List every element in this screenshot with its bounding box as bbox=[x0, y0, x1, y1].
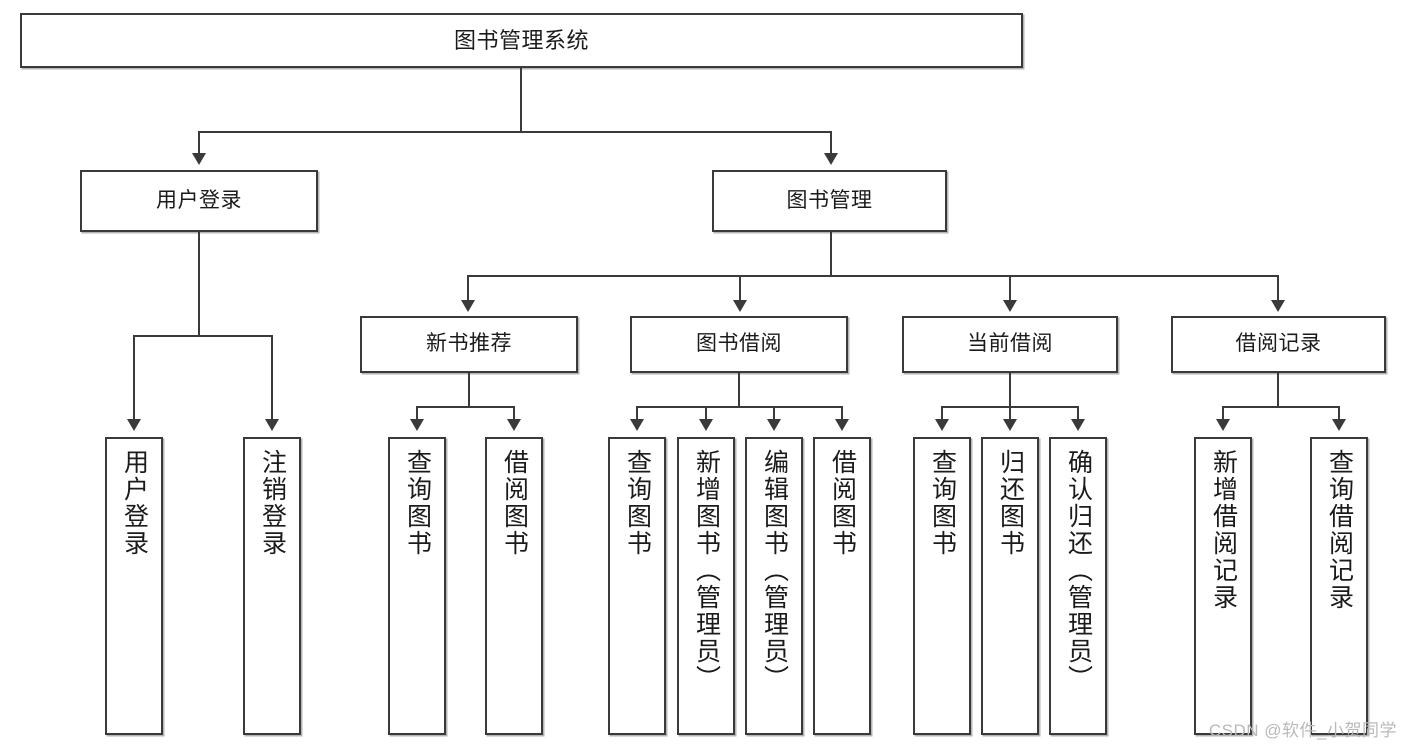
node-user-login[interactable]: 用户登录 bbox=[80, 170, 318, 232]
arrow-bm-to-borrow-record bbox=[1271, 300, 1285, 312]
node-book-management[interactable]: 图书管理 bbox=[712, 170, 947, 232]
connector-user-login-stem bbox=[198, 232, 200, 336]
node-label: 借阅图书 bbox=[828, 449, 857, 557]
node-book-borrow[interactable]: 图书借阅 bbox=[630, 316, 848, 373]
node-borrow-record[interactable]: 借阅记录 bbox=[1171, 316, 1386, 373]
connector-bb-to-leaf-3 bbox=[773, 406, 775, 421]
node-label: 归还图书 bbox=[996, 449, 1025, 557]
arrow-new-book-to-leaf-1 bbox=[410, 419, 424, 431]
connector-new-book-to-leaf-2 bbox=[513, 406, 515, 421]
connector-cb-to-leaf-3 bbox=[1077, 406, 1079, 421]
node-current-borrow[interactable]: 当前借阅 bbox=[902, 316, 1118, 373]
node-label: 用户登录 bbox=[120, 449, 149, 557]
connector-user-login-to-leaf-1 bbox=[133, 335, 135, 421]
connector-cb-to-leaf-2 bbox=[1009, 406, 1011, 421]
leaf-user-login-login[interactable]: 用户登录 bbox=[105, 437, 163, 735]
connector-user-login-to-leaf-2 bbox=[271, 335, 273, 421]
leaf-book-borrow-add-book-admin[interactable]: 新增图书（管理员） bbox=[677, 437, 735, 735]
connector-current-borrow-stem bbox=[1009, 373, 1011, 407]
node-label: 新增借阅记录 bbox=[1209, 449, 1238, 611]
node-label: 查询图书 bbox=[403, 449, 432, 557]
arrow-bb-to-leaf-1 bbox=[630, 419, 644, 431]
arrow-new-book-to-leaf-2 bbox=[507, 419, 521, 431]
connector-borrow-record-bus bbox=[1222, 406, 1339, 408]
leaf-new-book-borrow-book[interactable]: 借阅图书 bbox=[485, 437, 543, 735]
arrow-user-login-to-leaf-1 bbox=[127, 419, 141, 431]
connector-bm-to-borrow-record bbox=[1277, 275, 1279, 303]
connector-root-stem bbox=[520, 68, 522, 132]
arrow-cb-to-leaf-2 bbox=[1003, 419, 1017, 431]
leaf-book-borrow-query-book[interactable]: 查询图书 bbox=[608, 437, 666, 735]
node-label: 借阅记录 bbox=[1235, 332, 1322, 356]
node-label: 查询图书 bbox=[623, 449, 652, 557]
connector-root-to-book-management bbox=[830, 131, 832, 156]
connector-br-to-leaf-2 bbox=[1338, 406, 1340, 421]
node-label: 新增图书（管理员） bbox=[692, 449, 721, 692]
arrow-root-to-user-login bbox=[192, 153, 206, 165]
node-label: 查询借阅记录 bbox=[1325, 449, 1354, 611]
arrow-user-login-to-leaf-2 bbox=[265, 419, 279, 431]
node-label: 当前借阅 bbox=[967, 332, 1053, 356]
node-root-book-management-system[interactable]: 图书管理系统 bbox=[20, 13, 1023, 68]
arrow-br-to-leaf-2 bbox=[1332, 419, 1346, 431]
node-label: 查询图书 bbox=[928, 449, 957, 557]
node-label: 图书借阅 bbox=[696, 332, 782, 356]
node-label: 编辑图书（管理员） bbox=[760, 449, 789, 692]
arrow-br-to-leaf-1 bbox=[1216, 419, 1230, 431]
arrow-bb-to-leaf-2 bbox=[699, 419, 713, 431]
arrow-bm-to-new-book bbox=[461, 300, 475, 312]
connector-borrow-record-stem bbox=[1277, 373, 1279, 407]
arrow-bb-to-leaf-3 bbox=[767, 419, 781, 431]
leaf-borrow-record-add-record[interactable]: 新增借阅记录 bbox=[1194, 437, 1252, 735]
arrow-bm-to-current-borrow bbox=[1003, 300, 1017, 312]
connector-bb-to-leaf-1 bbox=[636, 406, 638, 421]
connector-bm-to-new-book bbox=[467, 275, 469, 303]
node-label: 图书管理系统 bbox=[453, 27, 589, 53]
node-label: 借阅图书 bbox=[500, 449, 529, 557]
node-label: 用户登录 bbox=[156, 188, 242, 212]
connector-bm-to-book-borrow bbox=[739, 275, 741, 303]
arrow-bb-to-leaf-4 bbox=[835, 419, 849, 431]
connector-br-to-leaf-1 bbox=[1222, 406, 1224, 421]
node-label: 图书管理 bbox=[786, 188, 873, 212]
arrow-cb-to-leaf-1 bbox=[935, 419, 949, 431]
csdn-watermark: CSDN @软件_小贺同学 bbox=[1208, 721, 1397, 740]
connector-new-book-stem bbox=[468, 373, 470, 407]
connector-bb-to-leaf-4 bbox=[841, 406, 843, 421]
arrow-root-to-book-management bbox=[824, 153, 838, 165]
leaf-new-book-query-book[interactable]: 查询图书 bbox=[388, 437, 446, 735]
connector-bm-to-current-borrow bbox=[1009, 275, 1011, 303]
leaf-borrow-record-query-record[interactable]: 查询借阅记录 bbox=[1310, 437, 1368, 735]
node-label: 新书推荐 bbox=[426, 332, 512, 356]
connector-root-to-user-login bbox=[198, 131, 200, 156]
leaf-current-borrow-query-book[interactable]: 查询图书 bbox=[913, 437, 971, 735]
leaf-book-borrow-edit-book-admin[interactable]: 编辑图书（管理员） bbox=[745, 437, 803, 735]
connector-root-bus bbox=[198, 131, 832, 133]
node-label: 确认归还（管理员） bbox=[1064, 449, 1093, 692]
connector-cb-to-leaf-1 bbox=[941, 406, 943, 421]
node-new-book-recommend[interactable]: 新书推荐 bbox=[360, 316, 578, 373]
leaf-current-borrow-confirm-return-admin[interactable]: 确认归还（管理员） bbox=[1049, 437, 1107, 735]
leaf-user-login-logout[interactable]: 注销登录 bbox=[243, 437, 301, 735]
node-label: 注销登录 bbox=[258, 449, 287, 557]
connector-bb-to-leaf-2 bbox=[705, 406, 707, 421]
connector-book-management-bus bbox=[467, 275, 1277, 277]
connector-book-management-stem bbox=[830, 232, 832, 276]
connector-new-book-bus bbox=[416, 406, 514, 408]
connector-book-borrow-bus bbox=[636, 406, 842, 408]
connector-user-login-bus bbox=[133, 335, 271, 337]
arrow-bm-to-book-borrow bbox=[733, 300, 747, 312]
arrow-cb-to-leaf-3 bbox=[1071, 419, 1085, 431]
leaf-current-borrow-return-book[interactable]: 归还图书 bbox=[981, 437, 1039, 735]
connector-new-book-to-leaf-1 bbox=[416, 406, 418, 421]
leaf-book-borrow-borrow-book[interactable]: 借阅图书 bbox=[813, 437, 871, 735]
connector-book-borrow-stem bbox=[738, 373, 740, 407]
